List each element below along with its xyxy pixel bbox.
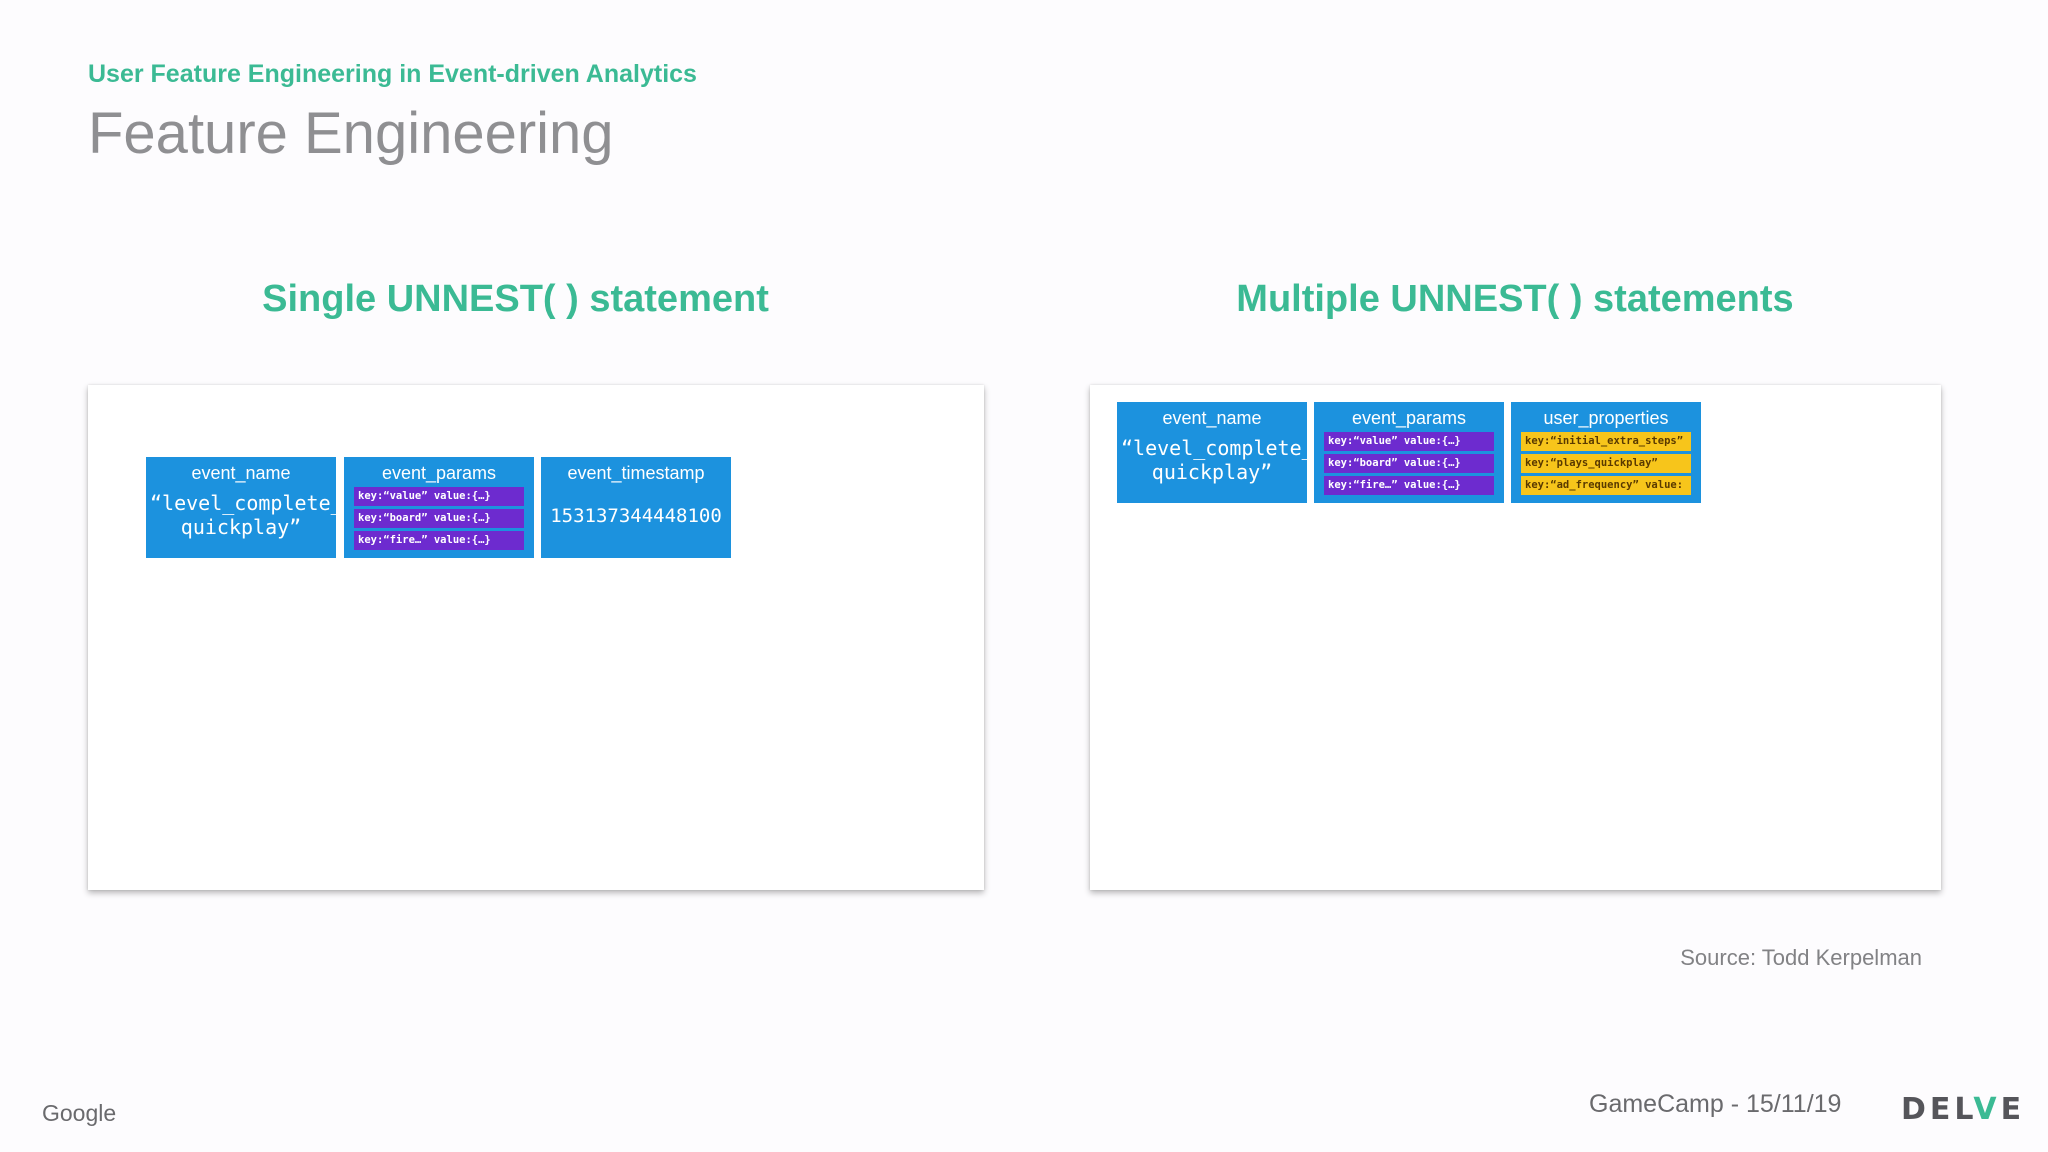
- page-title: Feature Engineering: [88, 101, 614, 166]
- cell-value: “level_complete_ quickplay”: [1121, 436, 1314, 484]
- logo-prefix: DEL: [1901, 1092, 1974, 1127]
- property-row: key:“ad_frequency” value:: [1521, 476, 1691, 495]
- column-header: event_name: [1162, 408, 1262, 428]
- event-timestamp-cell: event_timestamp 153137344448100: [541, 457, 731, 558]
- right-panel-heading: Multiple UNNEST( ) statements: [1236, 278, 1794, 320]
- google-logo: Google: [42, 1100, 117, 1126]
- logo-suffix: E: [2000, 1092, 2026, 1127]
- logo-accent: V: [1973, 1092, 2001, 1127]
- param-row: key:“board” value:{…}: [354, 509, 524, 528]
- event-params-cell: event_params key:“value” value:{…} key:“…: [1314, 402, 1504, 503]
- param-row: key:“value” value:{…}: [1324, 432, 1494, 451]
- param-row: key:“fire…” value:{…}: [354, 531, 524, 550]
- params-list: key:“value” value:{…} key:“board” value:…: [1324, 432, 1494, 498]
- user-properties-cell: user_properties key:“initial_extra_steps…: [1511, 402, 1701, 503]
- delve-logo: DELVE: [1901, 1092, 2025, 1127]
- right-panel: event_name “level_complete_ quickplay” e…: [1090, 385, 1941, 890]
- column-header: event_name: [191, 463, 291, 483]
- left-panel-heading: Single UNNEST( ) statement: [262, 278, 769, 320]
- event-name-cell: event_name “level_complete_ quickplay”: [146, 457, 343, 558]
- column-header: user_properties: [1543, 408, 1669, 428]
- event-footer: GameCamp - 15/11/19: [1589, 1090, 1842, 1118]
- property-row: key:“plays_quickplay”: [1521, 454, 1691, 473]
- param-row: key:“board” value:{…}: [1324, 454, 1494, 473]
- left-panel: event_name “level_complete_ quickplay” e…: [88, 385, 984, 890]
- source-credit: Source: Todd Kerpelman: [1680, 945, 1922, 970]
- column-header: event_params: [381, 463, 497, 483]
- cell-value: 153137344448100: [550, 505, 722, 527]
- event-name-cell: event_name “level_complete_ quickplay”: [1117, 402, 1314, 503]
- event-params-cell: event_params key:“value” value:{…} key:“…: [344, 457, 534, 558]
- property-row: key:“initial_extra_steps”: [1521, 432, 1691, 451]
- column-header: event_timestamp: [567, 463, 705, 483]
- column-header: event_params: [1351, 408, 1467, 428]
- properties-list: key:“initial_extra_steps” key:“plays_qui…: [1521, 432, 1691, 498]
- params-list: key:“value” value:{…} key:“board” value:…: [354, 487, 524, 553]
- cell-value: “level_complete_ quickplay”: [150, 491, 343, 539]
- param-row: key:“value” value:{…}: [354, 487, 524, 506]
- header-subtitle: User Feature Engineering in Event-driven…: [88, 60, 697, 88]
- param-row: key:“fire…” value:{…}: [1324, 476, 1494, 495]
